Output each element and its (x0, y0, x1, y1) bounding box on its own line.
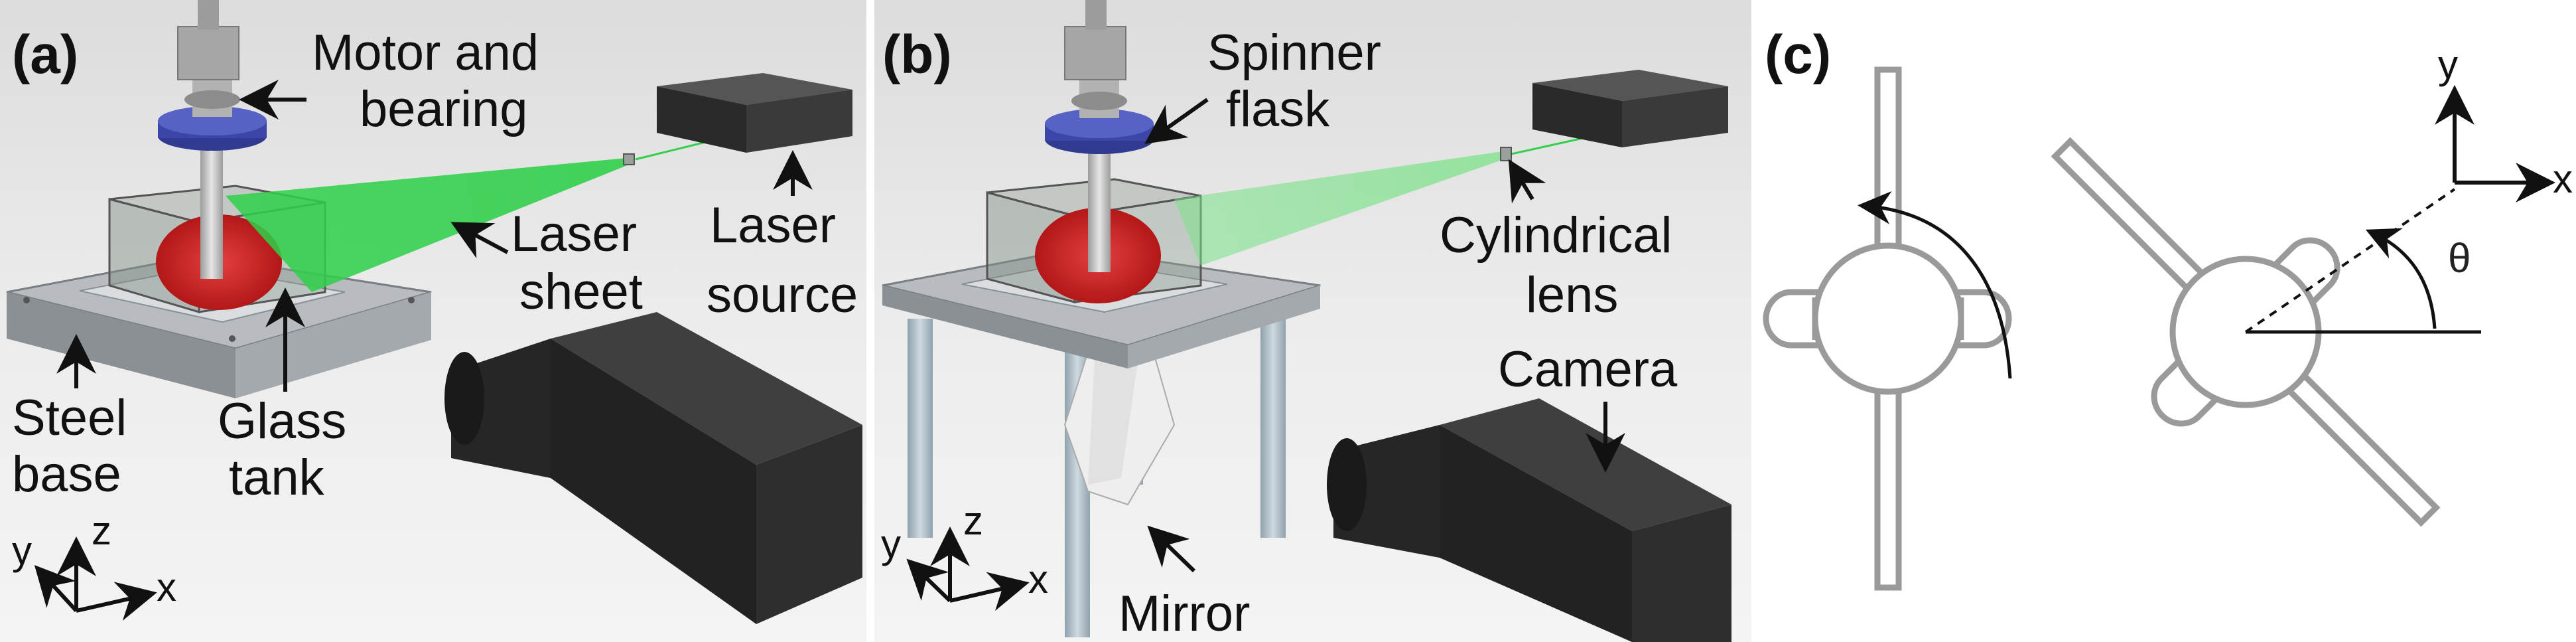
cylindrical-lens (1500, 147, 1512, 161)
axis-a-z: z (92, 509, 111, 553)
axis-b-z: z (963, 499, 983, 543)
spinner-label-line1: Spinner (1207, 25, 1381, 81)
laser-sheet-label-line1: Laser (511, 206, 637, 262)
spinner-flask-cap (1045, 109, 1154, 154)
impeller-upright (1763, 66, 2012, 591)
panel-b-tag: (b) (882, 25, 952, 85)
laser-sheet-arrow (450, 222, 509, 259)
laser-source-box (657, 73, 852, 153)
laser-beam-line-b (1511, 135, 1593, 155)
steel-base-label-line1: Steel (12, 390, 127, 446)
laser-source-box-b (1532, 70, 1728, 147)
spinner-label-line2: flask (1226, 81, 1330, 137)
motor-label-line1: Motor and (312, 25, 539, 81)
cyl-lens-arrow (1508, 159, 1546, 204)
flask-cap (158, 106, 267, 151)
panel-b: (b) Spinner flask Cylindrical lens Camer… (874, 0, 1751, 642)
panel-c: (c) θ y x (1751, 0, 2576, 642)
glass-tank-label-line1: Glass (218, 393, 346, 449)
blade-axis-line (2244, 188, 2456, 333)
motor-and-bearing-b (1064, 0, 1127, 118)
motor-and-bearing (177, 0, 240, 117)
cyl-lens-label-line1: Cylindrical (1440, 207, 1672, 264)
axis-c-y: y (2438, 42, 2458, 87)
panel-a: (a) Motor and bearing Laser sheet Laser … (0, 0, 866, 642)
laser-source-label-line1: Laser (710, 197, 836, 254)
laser-optic (623, 153, 635, 165)
glass-tank-label-line2: tank (229, 449, 325, 506)
axes-b: z x y (881, 499, 1048, 611)
axis-a-x: x (157, 565, 176, 609)
mirror-arrow (1147, 525, 1196, 573)
laser-sheet-beam-b (1174, 151, 1511, 266)
theta-label: θ (2448, 236, 2471, 281)
steel-base-label-line2: base (12, 446, 121, 503)
axis-b-y: y (881, 522, 901, 566)
panel-a-tag: (a) (12, 25, 78, 85)
camera-label: Camera (1498, 341, 1678, 398)
spinner-arrow (1144, 98, 1209, 144)
camera-a (444, 312, 862, 624)
laser-sheet-label-line2: sheet (519, 264, 643, 320)
cyl-lens-label-line2: lens (1526, 267, 1618, 323)
angle-arc (2365, 228, 2437, 329)
panel-divider (866, 0, 874, 642)
panel-c-tag: (c) (1765, 25, 1831, 85)
laser-sheet-beam (226, 158, 636, 292)
axis-c-x: x (2553, 157, 2573, 201)
axis-b-x: x (1028, 557, 1048, 602)
mirror-reflection (1088, 339, 1141, 485)
axes-c: y x (2435, 42, 2573, 202)
axis-a-y: y (12, 528, 32, 573)
rotation-arrow (1858, 191, 2012, 379)
motor-label-line2: bearing (360, 81, 528, 137)
axes-a: z x y (12, 509, 176, 621)
laser-source-label-line2: source (707, 267, 858, 323)
mirror-label: Mirror (1119, 586, 1250, 642)
